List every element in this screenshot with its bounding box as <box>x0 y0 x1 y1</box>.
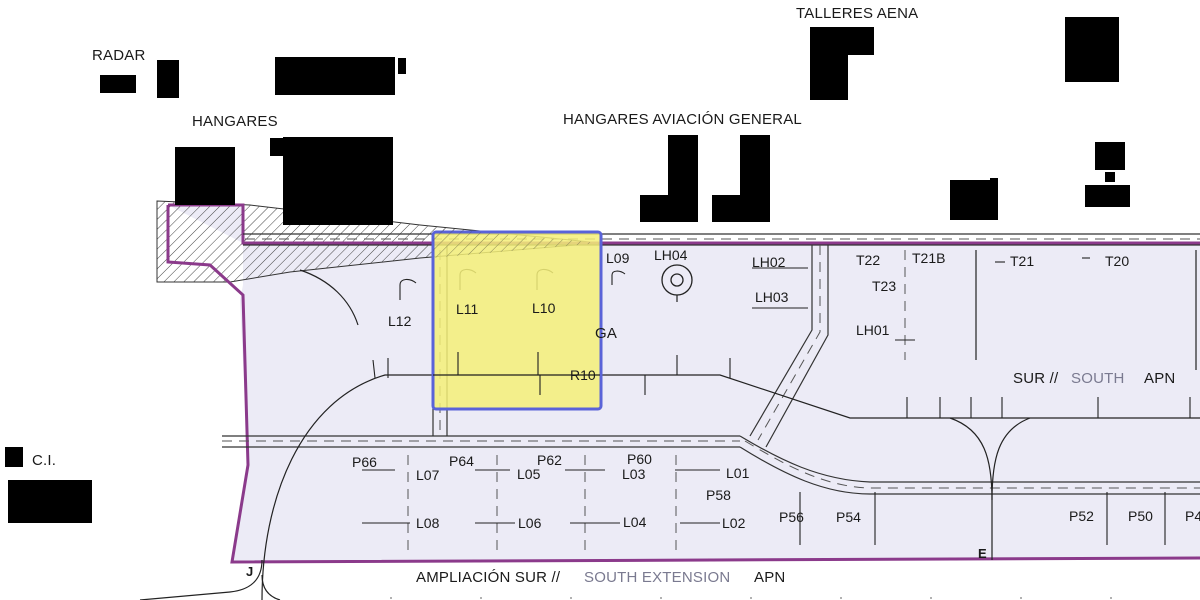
helipad-icon <box>661 264 693 302</box>
label-south-ext-en: SOUTH EXTENSION <box>584 569 730 586</box>
label-south-apron-es: SUR // <box>1013 370 1059 387</box>
stand-lh01: LH01 <box>856 322 890 338</box>
stand-r10: R10 <box>570 367 596 383</box>
label-ga: GA <box>595 325 617 342</box>
label-south-apron-apn: APN <box>1144 370 1175 387</box>
stand-p56: P56 <box>779 509 804 525</box>
stand-p58: P58 <box>706 487 731 503</box>
label-ci: C.I. <box>32 452 56 469</box>
stand-t22: T22 <box>856 252 880 268</box>
label-radar: RADAR <box>92 47 146 64</box>
stand-lh03: LH03 <box>755 289 789 305</box>
stand-l06: L06 <box>518 515 542 531</box>
label-hangares: HANGARES <box>192 113 278 130</box>
stand-p64: P64 <box>449 453 474 469</box>
buildings <box>5 17 1130 523</box>
label-talleres: TALLERES AENA <box>796 5 918 22</box>
highlight-selection[interactable] <box>431 230 603 411</box>
stand-l03: L03 <box>622 466 646 482</box>
stand-l08: L08 <box>416 515 440 531</box>
stand-t21b: T21B <box>912 250 945 266</box>
stand-lh02: LH02 <box>752 254 786 270</box>
stand-lh04: LH04 <box>654 247 688 263</box>
stand-p54: P54 <box>836 509 861 525</box>
stand-l10: L10 <box>532 300 556 316</box>
apron-boundary-west <box>166 205 1200 564</box>
stand-l01: L01 <box>726 465 750 481</box>
stand-p50: P50 <box>1128 508 1153 524</box>
stand-t23: T23 <box>872 278 896 294</box>
stand-l05: L05 <box>517 466 541 482</box>
stand-t20: T20 <box>1105 253 1129 269</box>
label-south-ext-apn: APN <box>754 569 785 586</box>
label-south-ext-es: AMPLIACIÓN SUR // <box>416 569 561 586</box>
stand-p66: P66 <box>352 454 377 470</box>
stand-l12: L12 <box>388 313 412 329</box>
stand-p4x: P4 <box>1185 508 1200 524</box>
stand-p52: P52 <box>1069 508 1094 524</box>
stand-l02: L02 <box>722 515 746 531</box>
stand-ticks <box>362 257 1191 545</box>
stand-p60: P60 <box>627 451 652 467</box>
stand-l07: L07 <box>416 467 440 483</box>
marker-j: J <box>246 564 253 579</box>
stand-t21: T21 <box>1010 253 1034 269</box>
apron-area <box>168 205 1200 562</box>
stand-l09: L09 <box>606 250 630 266</box>
label-south-apron-en: SOUTH <box>1071 370 1125 387</box>
label-hangares-ag: HANGARES AVIACIÓN GENERAL <box>563 111 802 128</box>
stand-l11: L11 <box>456 301 479 317</box>
marker-e: E <box>978 546 987 561</box>
stand-p62: P62 <box>537 452 562 468</box>
stand-l04: L04 <box>623 514 647 530</box>
